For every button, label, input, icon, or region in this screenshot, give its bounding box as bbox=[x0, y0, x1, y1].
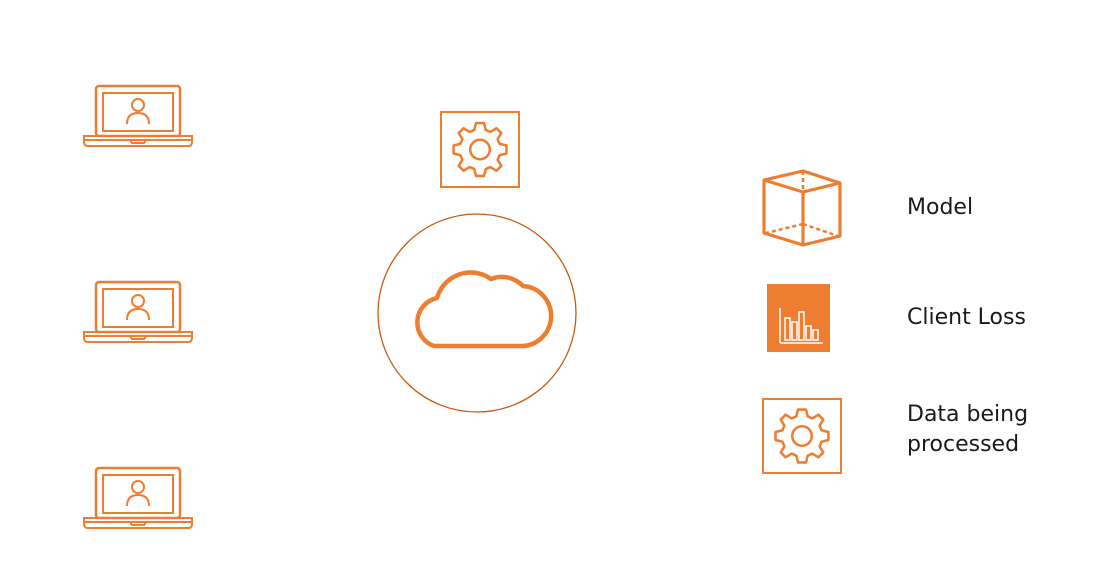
client-laptop-2 bbox=[82, 280, 194, 344]
client-laptop-1 bbox=[82, 84, 194, 148]
laptop-user-icon bbox=[82, 466, 194, 530]
gear-icon bbox=[774, 408, 830, 464]
server-processing-box bbox=[440, 111, 520, 188]
legend-model-icon bbox=[762, 169, 842, 247]
bar-chart-icon bbox=[779, 308, 823, 344]
cloud-server-ring bbox=[377, 213, 577, 413]
legend-label-model: Model bbox=[907, 195, 974, 220]
legend-label-processing-line1: Data being bbox=[907, 402, 1029, 427]
cloud-server bbox=[377, 213, 577, 413]
legend-label-processing-line2: processed bbox=[907, 432, 1020, 457]
cloud-icon bbox=[415, 270, 554, 349]
legend-processing-icon bbox=[762, 398, 842, 474]
legend-client-loss-icon bbox=[767, 284, 830, 352]
client-laptop-3 bbox=[82, 466, 194, 530]
laptop-user-icon bbox=[82, 280, 194, 344]
legend-label-client-loss: Client Loss bbox=[907, 305, 1026, 330]
gear-icon bbox=[452, 121, 508, 178]
laptop-user-icon bbox=[82, 84, 194, 148]
